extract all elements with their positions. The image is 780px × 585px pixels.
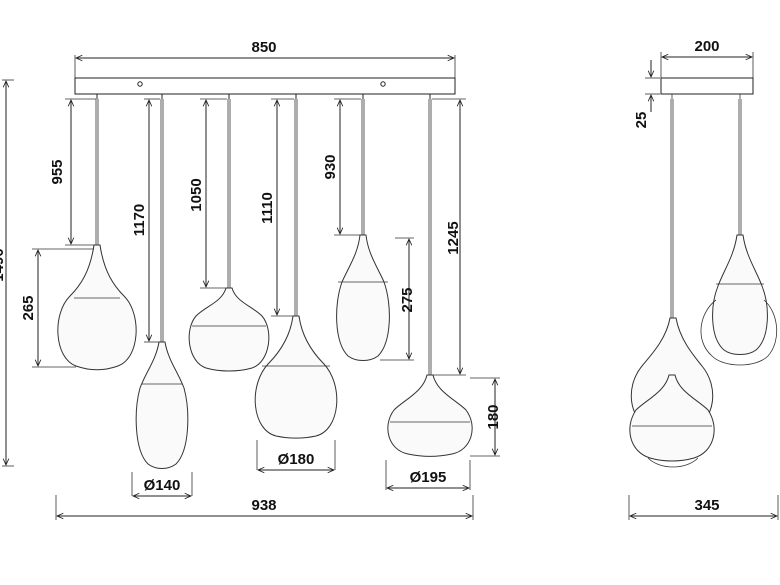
dim-total-height: 1490 <box>0 79 14 467</box>
dim-canopy-width-label: 200 <box>694 38 719 55</box>
dim-drop-1-label: 955 <box>49 159 66 184</box>
dim-drop-3: 1050 <box>188 98 227 289</box>
pendant-shade-2 <box>135 341 189 469</box>
dim-drop-2-label: 1170 <box>131 204 148 237</box>
dim-canopy-height-label: 25 <box>633 112 650 129</box>
side-shade-front <box>629 374 715 468</box>
pendant-shade-4 <box>254 315 338 439</box>
dim-shade-height-a: 265 <box>20 248 94 368</box>
dim-shade-height-a-label: 265 <box>20 295 37 320</box>
dim-drop-6-label: 1245 <box>445 221 462 254</box>
pendant-shade-6 <box>387 374 473 457</box>
dim-drop-3-label: 1050 <box>188 178 205 211</box>
canopy-front <box>74 77 456 95</box>
cables <box>95 99 432 375</box>
dim-diameter-c-label: Ø195 <box>410 469 447 486</box>
dim-diameter-b: Ø180 <box>256 440 336 470</box>
dim-total-height-label: 1490 <box>0 248 7 281</box>
dim-drop-2: 1170 <box>131 98 160 343</box>
dim-diameter-a-label: Ø140 <box>144 477 181 494</box>
dim-canopy-length-label: 850 <box>251 39 276 56</box>
dim-shade-height-b-label: 275 <box>399 287 416 312</box>
side-shade-back <box>700 234 778 366</box>
front-view: 850 <box>0 39 502 520</box>
side-view: 200 25 <box>628 38 779 520</box>
dim-overall-depth-label: 345 <box>694 497 719 514</box>
dim-drop-6: 1245 <box>432 98 466 376</box>
pendant-shade-3 <box>188 287 270 372</box>
dim-canopy-height: 25 <box>633 60 660 128</box>
dim-canopy-length: 850 <box>74 39 456 78</box>
dim-shade-height-b: 275 <box>380 237 416 361</box>
canopy-side <box>660 77 754 95</box>
dim-overall-width-label: 938 <box>251 497 276 514</box>
dim-overall-depth: 345 <box>628 495 779 520</box>
pendant-shade-1 <box>57 244 137 371</box>
dim-shade-height-c-label: 180 <box>485 404 502 429</box>
screw-icon <box>380 81 386 87</box>
dim-diameter-a: Ø140 <box>131 472 193 496</box>
dim-diameter-c: Ø195 <box>385 460 471 490</box>
pendant-shade-5 <box>336 234 390 361</box>
dim-drop-4: 1110 <box>259 98 294 317</box>
dim-overall-width: 938 <box>55 495 474 520</box>
dim-drop-5-label: 930 <box>322 154 339 179</box>
dim-drop-1: 955 <box>49 98 96 246</box>
dim-shade-height-c: 180 <box>470 377 502 457</box>
dim-drop-4-label: 1110 <box>259 192 276 224</box>
dim-drop-5: 930 <box>322 98 361 236</box>
dim-canopy-width: 200 <box>660 38 754 78</box>
screw-icon <box>137 81 143 87</box>
dim-diameter-b-label: Ø180 <box>278 451 315 468</box>
